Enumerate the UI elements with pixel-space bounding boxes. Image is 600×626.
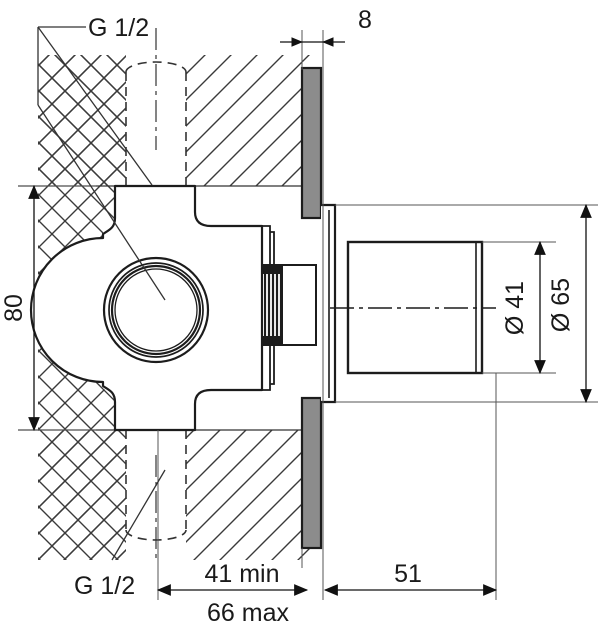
leader-line-thread-top-diagonal-a [37,26,153,186]
wall-plate-lower [300,396,323,550]
dimension-rosette-diameter: Ø 65 [547,203,592,404]
dimension-label-projection: 51 [394,560,422,588]
dimension-label-plate-thickness: 8 [358,6,372,34]
dimension-label-depth-max: 66 max [207,599,289,626]
dimension-depth-max: 66 max [156,584,309,626]
dimension-label-rosette-diameter: Ø 65 [547,278,575,332]
inlet-pipe-hidden-edges [125,61,187,541]
annotation-label-thread-bottom: G 1/2 [74,572,135,600]
dimension-plate-thickness: 8 [280,6,372,47]
dimension-label-handle-diameter: Ø 41 [501,281,529,335]
valve-body [29,184,264,432]
dimension-depth-min: 41 min [204,560,279,588]
leader-line-thread-bottom [111,469,166,561]
wall-plate [300,66,323,550]
wall-crosshatch-upper [38,55,126,186]
annotation-label-thread-top: G 1/2 [88,14,149,42]
annotation-thread-bottom: G 1/2 [74,469,166,600]
valve-port-circles [102,256,210,364]
extension-lines [18,30,598,600]
dimension-projection: 51 [323,560,498,596]
dimension-handle-diameter: Ø 41 [501,240,546,375]
dimension-wall-opening-height: 80 [0,184,40,432]
wall-plate-upper [300,66,323,220]
dimension-label-wall-opening-height: 80 [0,294,28,322]
annotation-thread-top: G 1/2 [37,14,166,301]
dimension-label-depth-min: 41 min [204,560,279,588]
rosette-outline [321,203,337,404]
spline-thread-detail [261,264,317,346]
wall-crosshatch-lower [38,430,126,560]
leader-line-thread-top-diagonal-b [37,104,166,301]
